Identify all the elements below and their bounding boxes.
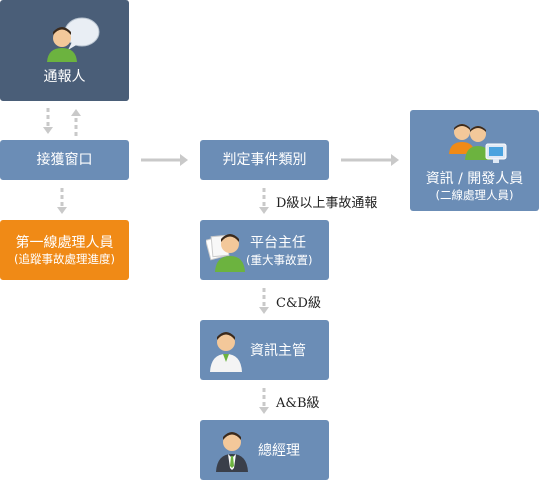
node-gm: 總經理 xyxy=(200,420,329,480)
reporter-label: 通報人 xyxy=(43,69,86,85)
platform-label: 平台主任 xyxy=(250,235,306,251)
node-it-supervisor: 資訊主管 xyxy=(200,320,329,380)
node-platform: 平台主任 (重大事故置) xyxy=(200,220,329,280)
node-reception: 接獲窗口 xyxy=(0,140,129,180)
people-group-monitor-icon xyxy=(449,124,507,163)
it-dev-label: 資訊 / 開發人員 xyxy=(425,171,524,187)
judge-label: 判定事件類別 xyxy=(222,152,307,168)
edge-label-judge-to-platform: D級以上事故通報 xyxy=(276,196,378,211)
first-line-label: 第一線處理人員 xyxy=(15,234,114,251)
node-judge: 判定事件類別 xyxy=(200,140,329,180)
edge-label-platform-to-it: C&D級 xyxy=(276,296,321,311)
person-suit-icon xyxy=(216,432,248,472)
gm-label: 總經理 xyxy=(258,443,300,459)
node-first-line: 第一線處理人員 (追蹤事故處理進度) xyxy=(0,220,129,280)
it-dev-sublabel: (二線處理人員) xyxy=(435,188,514,202)
node-it-dev: 資訊 / 開發人員 (二線處理人員) xyxy=(410,110,539,211)
it-supervisor-label: 資訊主管 xyxy=(250,343,306,359)
edge-label-it-to-gm: A&B級 xyxy=(276,396,320,411)
reception-label: 接獲窗口 xyxy=(36,152,93,168)
person-speech-bubble-icon xyxy=(47,17,100,62)
first-line-sublabel: (追蹤事故處理進度) xyxy=(14,251,115,266)
person-shirt-icon xyxy=(210,332,242,372)
person-documents-icon xyxy=(206,234,245,272)
node-reporter: 通報人 xyxy=(0,0,129,101)
platform-sublabel: (重大事故置) xyxy=(246,253,313,267)
